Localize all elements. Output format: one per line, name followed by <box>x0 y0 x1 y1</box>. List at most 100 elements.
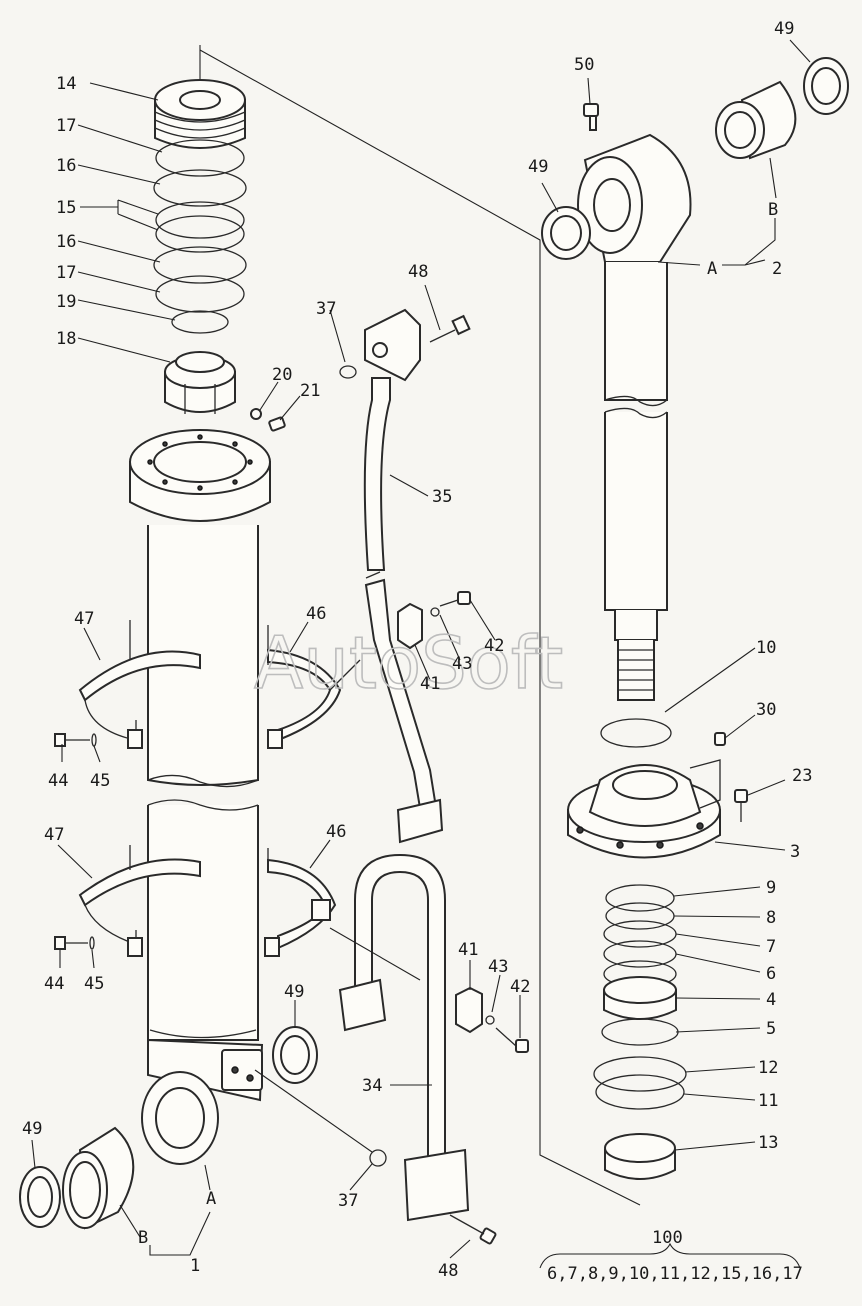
seal-part-49-rod-left <box>541 206 591 260</box>
callout-17: 17 <box>56 263 76 283</box>
watermark: AutoSoft <box>254 621 563 705</box>
callout-50: 50 <box>574 55 594 75</box>
callout-42: 42 <box>510 977 530 997</box>
callout-37: 37 <box>316 299 336 319</box>
callout-43: 43 <box>452 654 472 674</box>
callout-46: 46 <box>306 604 326 624</box>
callout-16: 16 <box>56 232 76 252</box>
callout-34: 34 <box>362 1076 382 1096</box>
piston-rod <box>604 262 668 701</box>
callout-43: 43 <box>488 957 508 977</box>
wear-ring-part-13 <box>604 1133 676 1180</box>
callout-41: 41 <box>458 940 478 960</box>
callout-44: 44 <box>48 771 68 791</box>
washer-part-45-lower <box>89 936 95 950</box>
bushing-part-B-right <box>715 80 797 160</box>
callout-35: 35 <box>432 487 452 507</box>
pipe-clip-part-41-lower <box>455 986 483 1034</box>
cylinder-tube-lower <box>147 799 259 1041</box>
clamp-part-47-upper <box>78 620 201 749</box>
pipe-clip-part-41-upper <box>397 602 423 650</box>
washer-part-43-upper <box>430 607 440 617</box>
callout-21: 21 <box>300 381 320 401</box>
callout-20: 20 <box>272 365 292 385</box>
clamp-part-46-upper <box>267 625 361 749</box>
cylinder-head-part-3 <box>567 759 721 859</box>
callout-46: 46 <box>326 822 346 842</box>
callout-44: 44 <box>44 974 64 994</box>
set-screw-part-21 <box>268 416 286 432</box>
bolt-part-42-lower <box>495 1027 529 1053</box>
callout-47: 47 <box>74 609 94 629</box>
callout-100: 100 <box>652 1228 683 1248</box>
callout-1: 1 <box>190 1256 200 1276</box>
callout-49: 49 <box>22 1119 42 1139</box>
callout-A-left: A <box>206 1189 216 1209</box>
callout-37: 37 <box>338 1191 358 1211</box>
cylinder-head-flange <box>129 429 271 522</box>
callout-2: 2 <box>772 259 782 279</box>
leader-lines <box>31 39 811 1269</box>
callout-13: 13 <box>758 1133 778 1153</box>
bushing-part-B-left <box>62 1126 135 1230</box>
washer-part-45-upper <box>91 733 97 747</box>
callout-23: 23 <box>792 766 812 786</box>
bolt-part-23 <box>734 789 748 822</box>
callout-18: 18 <box>56 329 76 349</box>
pipe-part-34 <box>338 853 470 1222</box>
callout-48: 48 <box>408 262 428 282</box>
callout-45: 45 <box>84 974 104 994</box>
o-ring-part-37-bottom <box>369 1149 387 1167</box>
callout-8: 8 <box>766 908 776 928</box>
bolt-part-44-lower <box>54 936 88 950</box>
nut-part-18 <box>164 351 236 414</box>
ring-part-10 <box>600 718 672 748</box>
callout-49: 49 <box>528 157 548 177</box>
callout-30: 30 <box>756 700 776 720</box>
callout-labels: 14 17 16 15 16 17 19 18 20 21 47 46 44 4… <box>22 19 812 1284</box>
callout-49: 49 <box>774 19 794 39</box>
seal-part-49-rod-right <box>803 57 849 115</box>
breather-part-30 <box>714 732 726 746</box>
bolt-part-42-upper <box>439 591 471 607</box>
cylinder-tube-upper <box>147 525 259 788</box>
callout-B-left: B <box>138 1228 148 1248</box>
callout-17: 17 <box>56 116 76 136</box>
rod-eye-part-2 <box>577 133 692 263</box>
callout-5: 5 <box>766 1019 776 1039</box>
callout-10: 10 <box>756 638 776 658</box>
callout-7: 7 <box>766 937 776 957</box>
callout-9: 9 <box>766 878 776 898</box>
callout-12: 12 <box>758 1058 778 1078</box>
seal-ring-stack <box>153 139 247 334</box>
clamp-part-46-lower <box>264 848 337 957</box>
bolt-part-48-top <box>429 314 471 343</box>
cylinder-bottom-eye <box>141 1038 264 1165</box>
pipe-part-35 <box>363 308 444 844</box>
callout-6: 6 <box>766 964 776 984</box>
callout-49: 49 <box>284 982 304 1002</box>
bolt-part-48-bottom <box>449 1214 497 1245</box>
ball-part-20 <box>250 408 262 420</box>
callout-47: 47 <box>44 825 64 845</box>
callout-41: 41 <box>420 674 440 694</box>
o-ring-part-37-top <box>339 365 357 379</box>
callout-B-right: B <box>768 200 778 220</box>
callout-48: 48 <box>438 1261 458 1281</box>
callout-14: 14 <box>56 74 76 94</box>
seal-part-49-left <box>19 1166 61 1228</box>
callout-4: 4 <box>766 990 776 1010</box>
callout-15: 15 <box>56 198 76 218</box>
bolt-part-44-upper <box>54 733 90 747</box>
callout-19: 19 <box>56 292 76 312</box>
callout-11: 11 <box>758 1091 778 1111</box>
callout-42: 42 <box>484 636 504 656</box>
washer-part-43-lower <box>485 1015 495 1025</box>
callout-A-right: A <box>707 259 717 279</box>
callout-3: 3 <box>790 842 800 862</box>
kit-parts-list: 6,7,8,9,10,11,12,15,16,17 <box>547 1264 803 1284</box>
callout-45: 45 <box>90 771 110 791</box>
seal-part-49-bottom <box>272 1026 318 1084</box>
